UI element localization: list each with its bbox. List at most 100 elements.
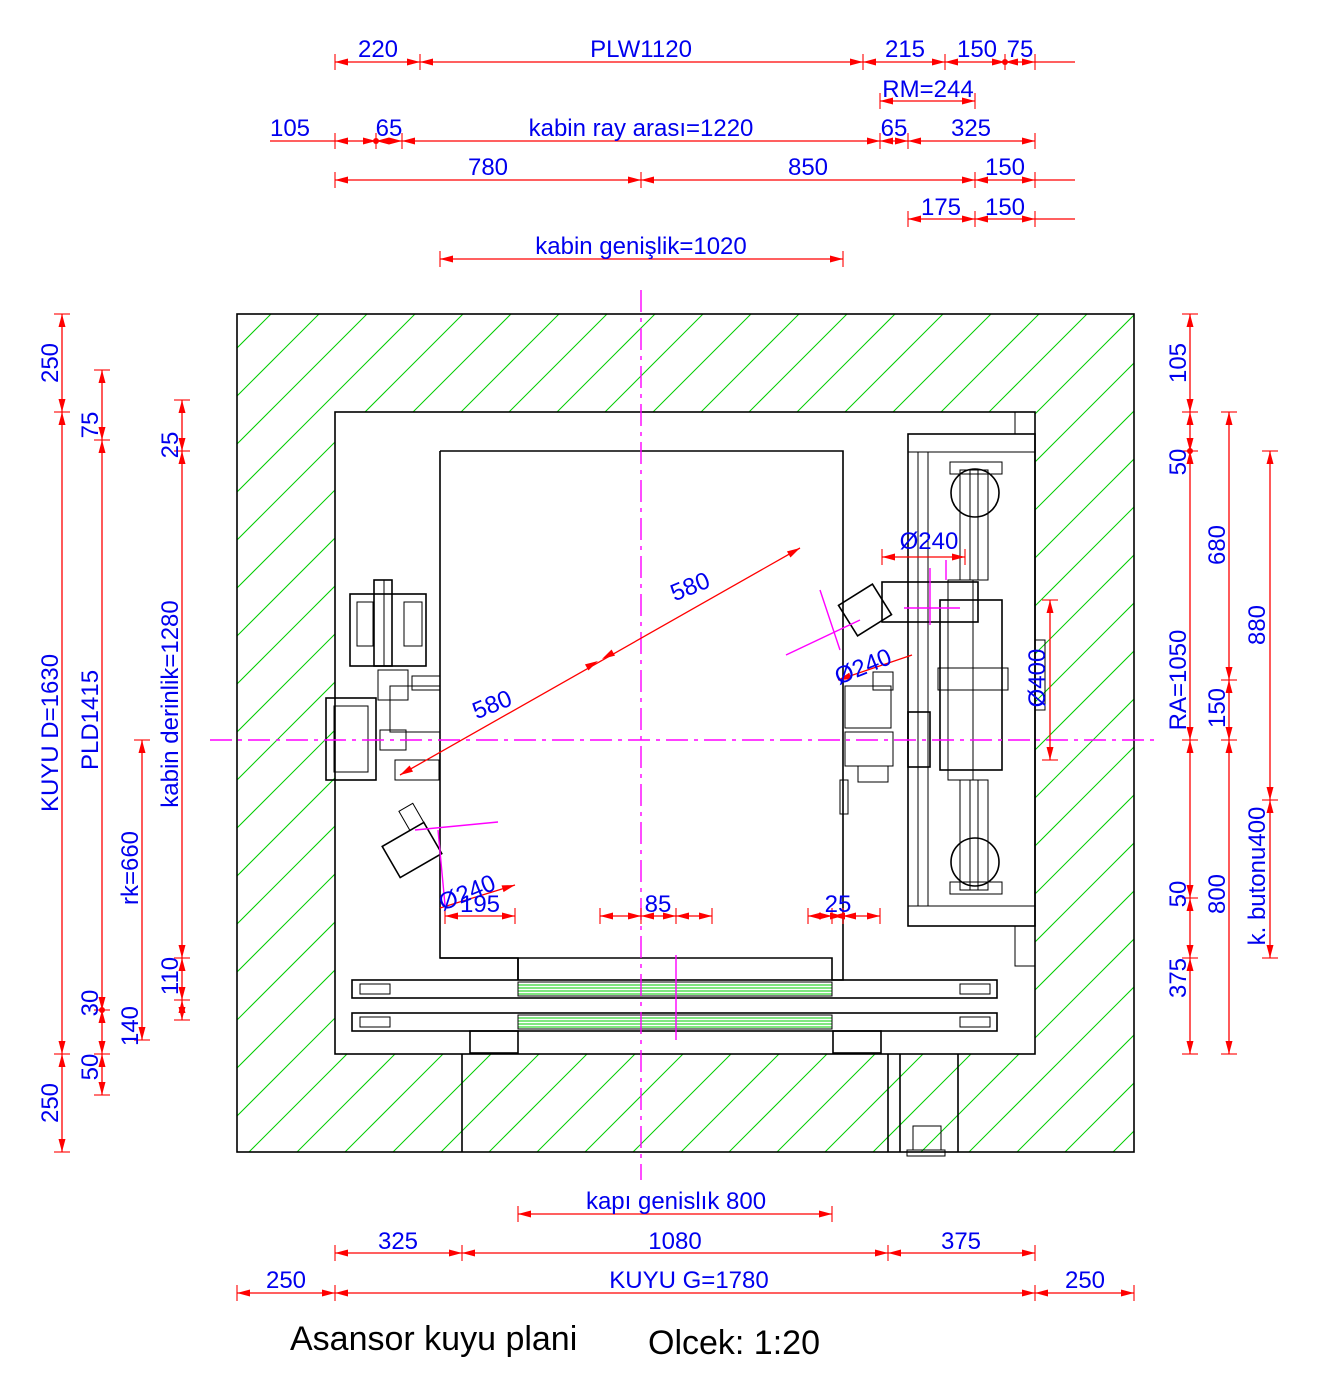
dim-right-800: 800 bbox=[1204, 874, 1231, 914]
dimension-labels: 220 PLW1120 215 150 75 RM=244 105 65 kab… bbox=[37, 36, 1271, 1294]
hatch-line bbox=[237, 314, 1006, 1152]
hatch-line bbox=[488, 314, 1134, 1152]
guide-rails bbox=[325, 579, 894, 879]
dim-arrow bbox=[1225, 740, 1233, 753]
dim-dot bbox=[99, 1007, 105, 1013]
dim-arrow bbox=[908, 137, 921, 145]
dim-arrow bbox=[1186, 898, 1194, 911]
dim-arrow bbox=[786, 548, 800, 558]
dim-195: 195 bbox=[460, 891, 500, 918]
dim-phi240b: Ø240 bbox=[831, 644, 896, 691]
drawing-title: Asansor kuyu plani bbox=[290, 1320, 577, 1358]
dim-pld: PLD1415 bbox=[77, 670, 104, 770]
dimension-lines bbox=[54, 54, 1278, 1301]
dim-arrow bbox=[1225, 667, 1233, 680]
dim-arrow bbox=[445, 912, 458, 920]
dim-arrow bbox=[867, 912, 880, 920]
dim-150c: 150 bbox=[985, 194, 1025, 221]
title-block: Asansor kuyu plani Olcek: 1:20 bbox=[290, 1320, 820, 1362]
dim-arrow bbox=[628, 176, 641, 184]
dim-ray: kabin ray arası=1220 bbox=[529, 115, 754, 142]
dim-kabin-derinlik: kabin derinlik=1280 bbox=[157, 600, 184, 807]
dim-arrow bbox=[808, 912, 821, 920]
dim-arrow bbox=[1186, 945, 1194, 958]
dim-arrow bbox=[335, 1289, 348, 1297]
dim-phi400: Ø400 bbox=[1024, 649, 1051, 708]
dim-105: 105 bbox=[270, 115, 310, 142]
hatch-line bbox=[237, 314, 478, 1152]
dim-75: 75 bbox=[1007, 36, 1034, 63]
dim-780: 780 bbox=[468, 154, 508, 181]
center-lines bbox=[210, 290, 1160, 1180]
dim-left-250b: 250 bbox=[37, 1083, 64, 1123]
dim-arrow bbox=[962, 97, 975, 105]
dim-dot bbox=[1187, 448, 1193, 454]
dim-680: 680 bbox=[1204, 525, 1231, 565]
dim-right-375: 375 bbox=[1165, 958, 1192, 998]
dim-left-50: 50 bbox=[77, 1054, 104, 1081]
dim-arrow bbox=[1022, 215, 1035, 223]
dim-arrow bbox=[58, 412, 66, 425]
hatch-line bbox=[237, 314, 622, 1152]
dim-k-butonu: k. butonu400 bbox=[1244, 807, 1271, 946]
dim-left-30: 30 bbox=[77, 990, 104, 1017]
hatch-line bbox=[536, 314, 1134, 1152]
dim-arrow bbox=[98, 997, 106, 1010]
dim-arrow bbox=[1022, 1249, 1035, 1257]
dim-right-150: 150 bbox=[1204, 688, 1231, 728]
dim-left-250a: 250 bbox=[37, 343, 64, 383]
hatch-line bbox=[824, 314, 1134, 1152]
dim-580b: 580 bbox=[469, 685, 516, 725]
dim-arrow bbox=[58, 1139, 66, 1152]
dim-arrow bbox=[962, 215, 975, 223]
dim-arrow bbox=[880, 137, 893, 145]
dim-arrow bbox=[178, 451, 186, 464]
hatch-line bbox=[237, 314, 718, 1152]
dim-kabin-genislik: kabin genişlik=1020 bbox=[535, 233, 747, 260]
dim-kuyu-g: KUYU G=1780 bbox=[609, 1267, 768, 1294]
dim-rm: RM=244 bbox=[882, 76, 973, 103]
dim-150a: 150 bbox=[957, 36, 997, 63]
dim-arrow bbox=[98, 1054, 106, 1067]
dim-arrow bbox=[1121, 1289, 1134, 1297]
dim-arrow bbox=[58, 314, 66, 327]
dim-right-105: 105 bbox=[1165, 343, 1192, 383]
dim-arrow bbox=[98, 1041, 106, 1054]
dim-ra: RA=1050 bbox=[1165, 630, 1192, 731]
hatch-line bbox=[296, 314, 1134, 1152]
dim-arrow bbox=[880, 97, 893, 105]
dim-arrow bbox=[1186, 412, 1194, 425]
dim-arrow bbox=[843, 912, 856, 920]
dim-215: 215 bbox=[885, 36, 925, 63]
dim-arrow bbox=[98, 1082, 106, 1095]
dim-arrow bbox=[819, 1210, 832, 1218]
dim-left-110: 110 bbox=[157, 957, 184, 995]
dim-arrow bbox=[1266, 787, 1274, 800]
dim-bottom-325: 325 bbox=[378, 1228, 418, 1255]
dim-arrow bbox=[138, 1027, 146, 1040]
dim-arrow bbox=[888, 1249, 901, 1257]
shaft-walls bbox=[236, 313, 1135, 1157]
dim-65a: 65 bbox=[376, 115, 403, 142]
drawing-scale: Olcek: 1:20 bbox=[648, 1324, 820, 1362]
dim-arrow bbox=[975, 176, 988, 184]
hatch-line bbox=[237, 314, 430, 1152]
dim-arrow bbox=[98, 370, 106, 383]
dim-arrow bbox=[178, 987, 186, 1000]
dim-arrow bbox=[407, 58, 420, 66]
dim-arrow bbox=[830, 912, 843, 920]
dim-arrow bbox=[502, 912, 515, 920]
dim-arrow bbox=[1186, 399, 1194, 412]
dim-150b: 150 bbox=[985, 154, 1025, 181]
dim-phi240a: Ø240 bbox=[900, 528, 959, 555]
dim-arrow bbox=[1035, 1289, 1048, 1297]
dim-arrow bbox=[178, 958, 186, 971]
dim-arrow bbox=[335, 58, 348, 66]
dim-arrow bbox=[600, 912, 613, 920]
dim-right-50b: 50 bbox=[1165, 881, 1192, 908]
dim-arrow bbox=[1186, 958, 1194, 971]
dim-plw: PLW1120 bbox=[590, 36, 692, 63]
dim-arrow bbox=[1266, 451, 1274, 464]
dim-arrow bbox=[699, 912, 712, 920]
